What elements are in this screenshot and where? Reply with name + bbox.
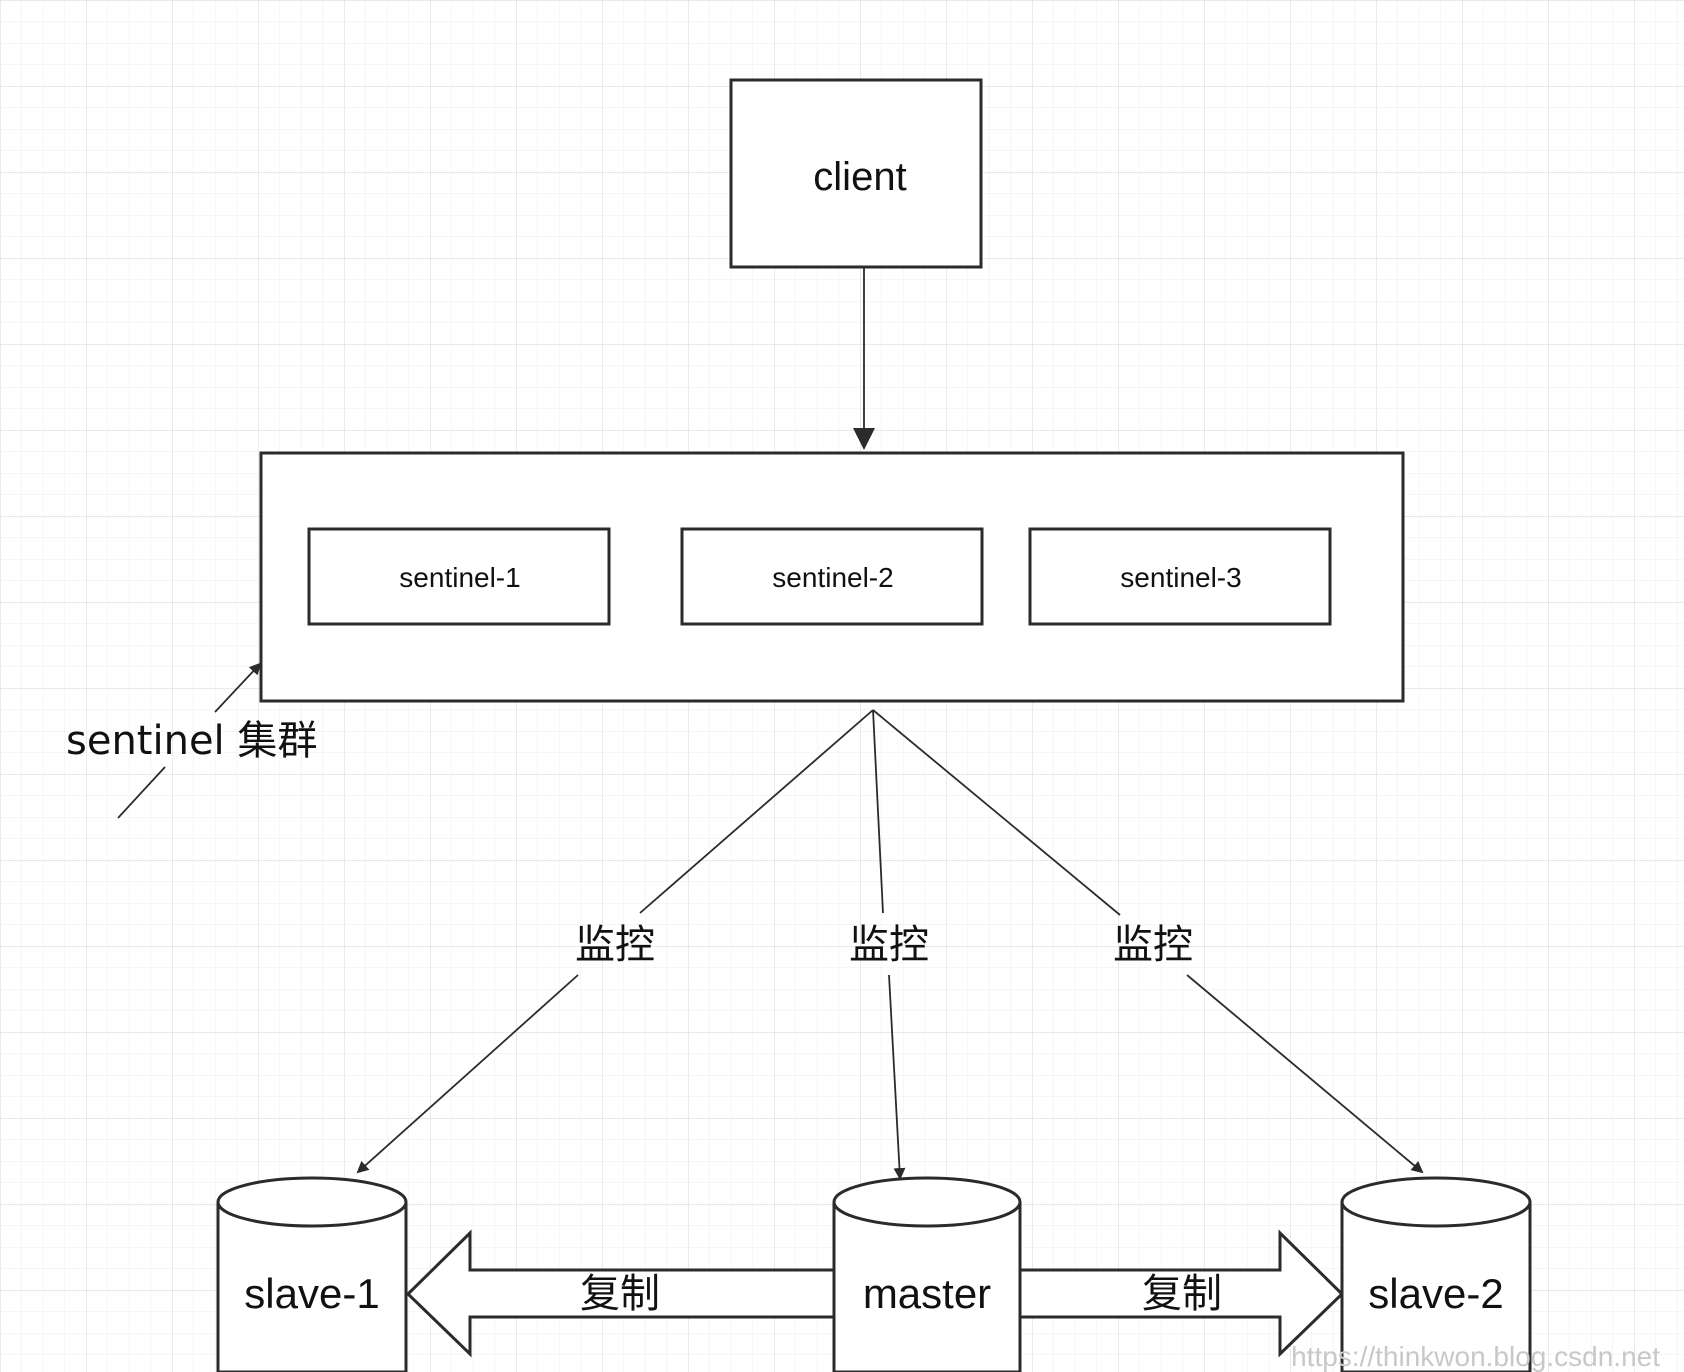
sentinel-1-label: sentinel-1 (399, 562, 520, 593)
slave-2-database: slave-2 (1340, 1176, 1532, 1372)
monitor-label-left: 监控 (575, 922, 655, 968)
monitor-label-right: 监控 (1113, 922, 1193, 968)
client-label: client (813, 155, 906, 199)
replication-arrow-left (405, 1229, 836, 1358)
sentinel-2-label: sentinel-2 (772, 562, 893, 593)
monitor-line-right-upper (872, 709, 1121, 916)
sentinel-cluster-annotation-line-upper (214, 662, 262, 713)
slave-2-cylinder-body (1340, 1202, 1532, 1372)
sentinel-cluster-label: sentinel 集群 (66, 718, 317, 764)
master-cylinder-top (832, 1176, 1022, 1228)
monitor-line-center-upper (872, 709, 884, 914)
client-node: client (729, 78, 983, 269)
monitor-label-center: 监控 (849, 922, 929, 968)
watermark-text: https://thinkwon.blog.csdn.net (1291, 1341, 1660, 1372)
slave-1-cylinder-top (216, 1176, 408, 1228)
replication-arrow-right (1018, 1229, 1345, 1358)
replication-label-right: 复制 (1142, 1271, 1222, 1317)
slave-2-label: slave-2 (1368, 1270, 1503, 1317)
slave-1-cylinder-body (216, 1202, 408, 1372)
slave-1-label: slave-1 (244, 1270, 379, 1317)
sentinel-3-label: sentinel-3 (1120, 562, 1241, 593)
master-cylinder-body (832, 1202, 1022, 1372)
replication-label-left: 复制 (580, 1271, 660, 1317)
sentinel-2-box (680, 527, 984, 626)
client-box (729, 78, 983, 269)
slave-1-database: slave-1 (216, 1176, 408, 1372)
master-label: master (863, 1270, 991, 1317)
monitor-line-left-upper (639, 709, 874, 914)
monitor-arrow-to-slave-1 (356, 974, 579, 1174)
monitor-arrow-to-master (888, 974, 906, 1180)
monitor-arrow-to-slave-2 (1186, 974, 1424, 1174)
sentinel-cluster-annotation-line-lower (117, 766, 166, 819)
master-database: master (832, 1176, 1022, 1372)
sentinel-3-box (1028, 527, 1332, 626)
sentinel-cluster: sentinel-1 sentinel-2 sentinel-3 (259, 451, 1405, 703)
sentinel-1-box (307, 527, 611, 626)
slave-2-cylinder-top (1340, 1176, 1532, 1228)
